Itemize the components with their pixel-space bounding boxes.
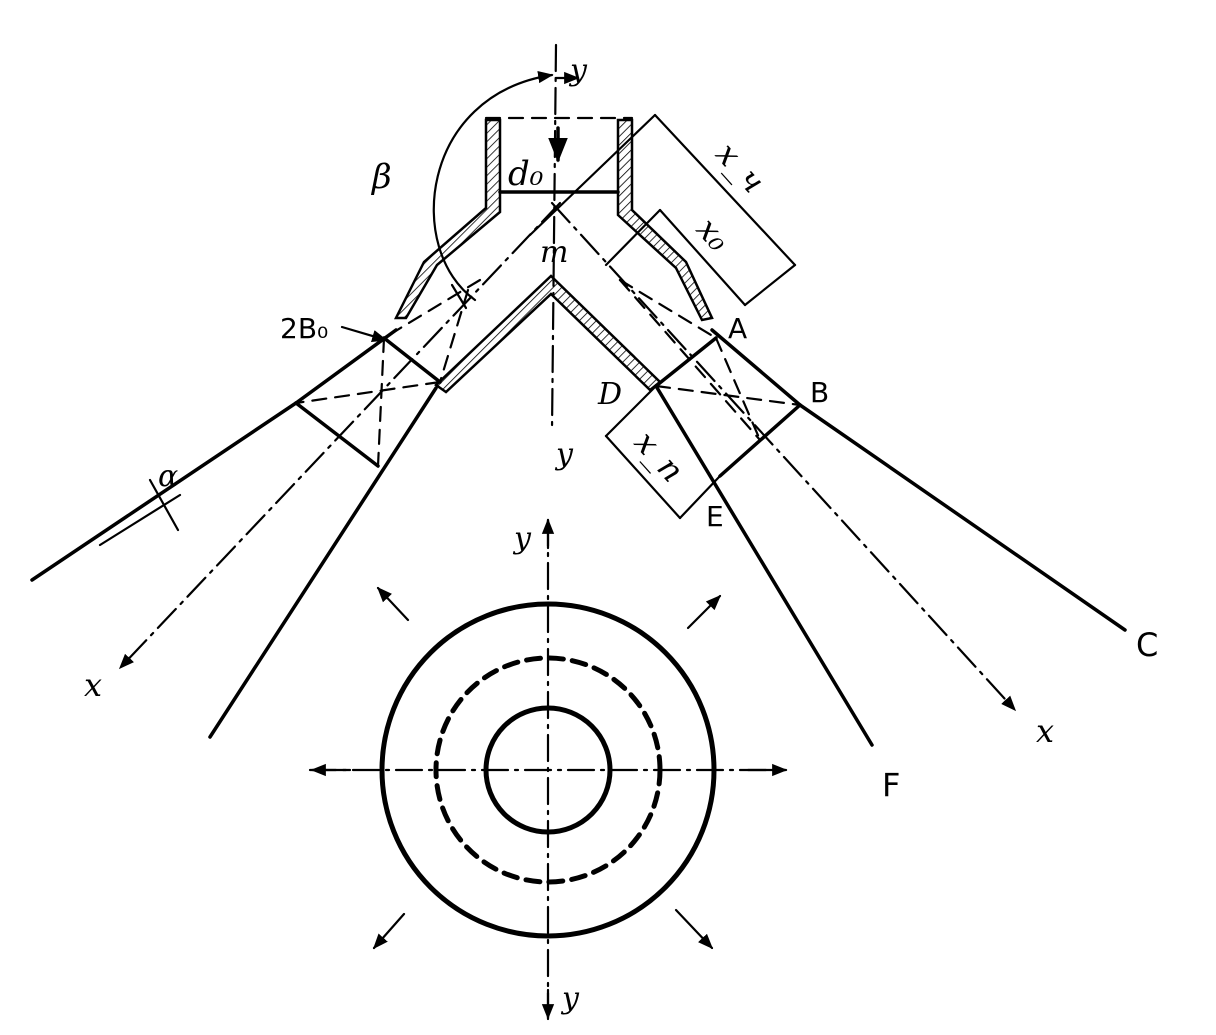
xn-dimension — [604, 434, 682, 520]
right-dash-4 — [618, 278, 762, 442]
right-dash-2 — [654, 384, 802, 407]
label-E: E — [706, 500, 724, 533]
label-y-top: y — [568, 53, 588, 88]
label-y-plan-top: y — [512, 521, 532, 556]
plan-arrow-ne — [686, 594, 722, 630]
right-dash-1 — [714, 336, 762, 442]
x0-dimension — [658, 208, 747, 307]
label-C: C — [1136, 626, 1158, 664]
plan-arrow-sw — [372, 912, 406, 950]
left-jet-outer-boundary — [30, 401, 298, 582]
left-jet-inner-boundary — [208, 386, 438, 739]
label-x-right: x — [1036, 712, 1054, 750]
beta-angle-arc — [432, 71, 554, 302]
left-dash-3 — [382, 278, 482, 340]
left-dash-4 — [438, 288, 470, 384]
left-jet-axis-x — [118, 201, 562, 670]
left-dash-1 — [376, 336, 386, 468]
nozzle-left-wall — [393, 118, 502, 320]
label-A: A — [728, 312, 747, 345]
label-beta: β — [370, 157, 392, 197]
x-ch-extension — [528, 113, 657, 237]
alpha-tick — [148, 478, 180, 532]
central-cone — [434, 274, 662, 394]
plan-view — [308, 518, 788, 1022]
label-m: m — [540, 235, 568, 270]
label-y-plan-bottom: y — [560, 981, 580, 1016]
vertical-axis-y — [550, 43, 558, 432]
left-dash-2 — [294, 380, 442, 405]
label-d0: d₀ — [508, 154, 544, 194]
plan-arrow-nw — [376, 586, 410, 622]
plan-arrow-se — [674, 908, 714, 950]
label-B: B — [810, 376, 829, 409]
right-jet-inner-boundary — [654, 384, 874, 747]
two-b0-tick — [450, 283, 468, 310]
label-y-mid: y — [554, 437, 574, 472]
right-jet-outer-boundary — [798, 403, 1127, 632]
x-ch-dimension — [653, 113, 797, 267]
right-jet — [528, 113, 1127, 747]
xn-extension — [604, 384, 658, 438]
right-jet-outer-edge-upper — [710, 328, 802, 407]
left-section-outer — [294, 401, 380, 468]
alpha-reference-line — [98, 493, 182, 547]
left-jet — [30, 201, 562, 739]
right-dash-3 — [618, 278, 718, 340]
label-alpha: α — [158, 459, 178, 494]
label-2b0: 2B₀ — [280, 312, 328, 345]
label-F: F — [882, 766, 900, 804]
left-jet-outer-edge-upper — [294, 328, 398, 405]
label-x-left: x — [84, 666, 102, 704]
two-b0-leader — [340, 325, 388, 342]
label-D: D — [597, 377, 622, 412]
right-section-ad — [654, 336, 718, 388]
x0-extension — [604, 208, 662, 267]
label-xn: x_n — [627, 423, 692, 489]
xn-extension-2 — [678, 474, 722, 520]
label-x-ch: x_ч — [708, 135, 772, 201]
right-jet-axis-x — [550, 201, 1017, 712]
x-ch-extension-2 — [743, 263, 797, 307]
